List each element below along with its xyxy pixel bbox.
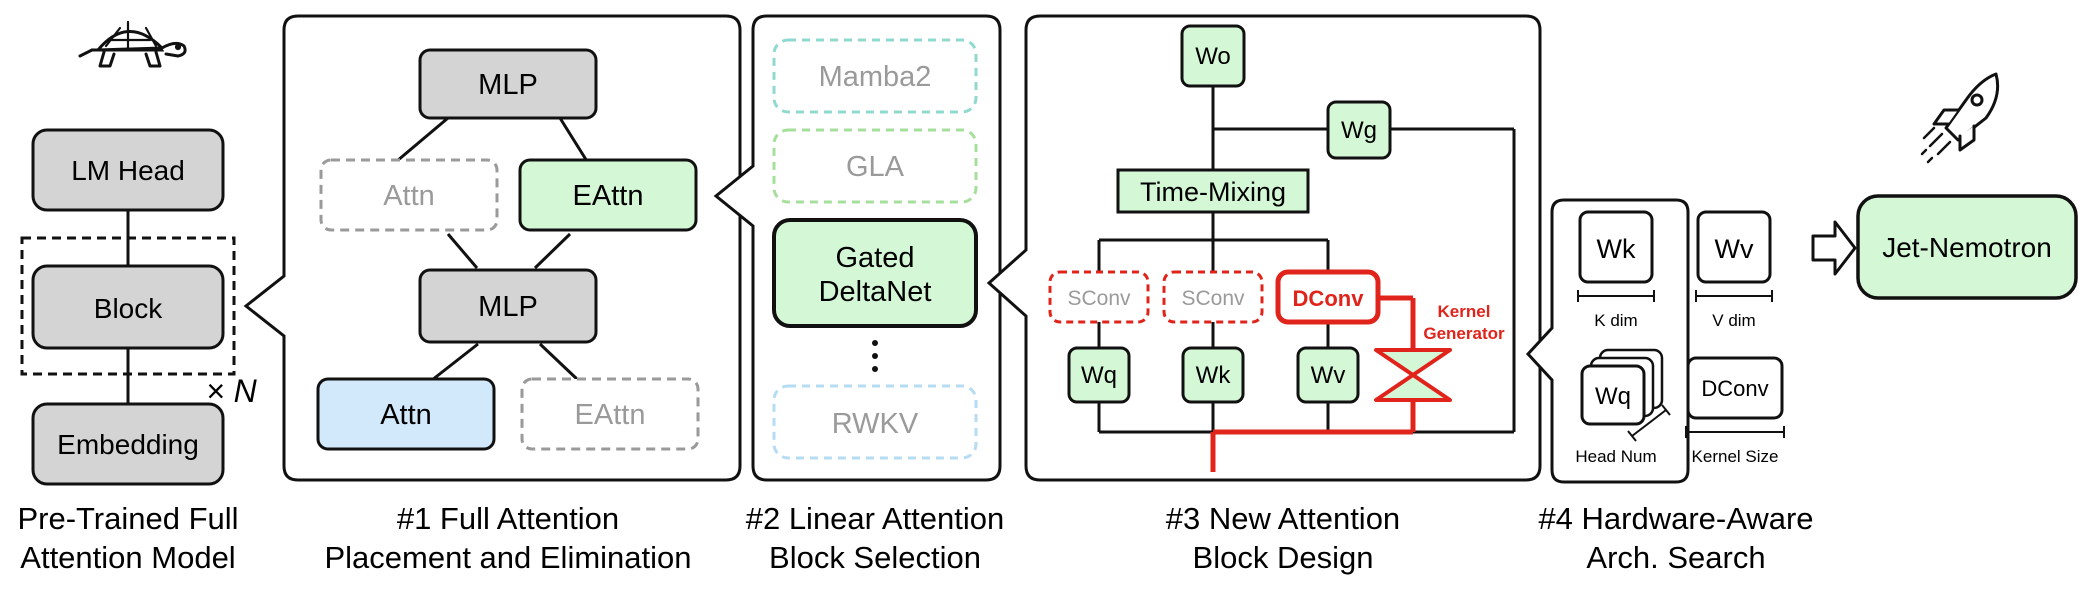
lm-head-box bbox=[31, 128, 225, 212]
dconv-search-box bbox=[1686, 356, 1784, 420]
rwkv-box bbox=[772, 384, 978, 460]
wg-box bbox=[1326, 100, 1392, 160]
gla-label: GLA bbox=[846, 151, 905, 183]
right-arrow-icon bbox=[1811, 220, 1857, 276]
wq-head-stack bbox=[1580, 348, 1664, 426]
wq-box bbox=[1067, 346, 1131, 404]
kernel-label-line1: Kernel bbox=[1438, 302, 1491, 321]
caption-line1: #3 New Attention bbox=[1166, 501, 1400, 536]
wv-search-label: Wv bbox=[1715, 234, 1754, 264]
attn-faded-label: Attn bbox=[383, 180, 435, 212]
wk-label: Wk bbox=[1196, 362, 1232, 389]
panel-attention-design: Wo Wg Time-Mixing SConv SConv DConv Wq W… bbox=[986, 14, 1542, 575]
repeat-n-label: × N bbox=[206, 373, 258, 409]
caption-line2: Placement and Elimination bbox=[324, 540, 691, 575]
time-mixing-box bbox=[1116, 168, 1310, 214]
wk-search-label: Wk bbox=[1597, 234, 1636, 264]
head-num-label: Head Num bbox=[1575, 447, 1656, 466]
mamba2-box bbox=[772, 38, 978, 114]
gated-label-line2: DeltaNet bbox=[819, 276, 932, 308]
eattn-faded-label: EAttn bbox=[575, 399, 646, 431]
jet-nemotron-label: Jet-Nemotron bbox=[1882, 232, 2052, 263]
sconv-middle-box bbox=[1162, 270, 1264, 324]
time-mixing-label: Time-Mixing bbox=[1140, 177, 1286, 207]
wo-box bbox=[1180, 24, 1246, 88]
rwkv-label: RWKV bbox=[832, 408, 919, 440]
caption-line2: Arch. Search bbox=[1586, 540, 1765, 575]
embedding-box bbox=[31, 402, 225, 486]
wo-label: Wo bbox=[1195, 43, 1231, 70]
caption-line2: Block Selection bbox=[769, 540, 981, 575]
attn-label: Attn bbox=[380, 399, 432, 431]
embedding-label: Embedding bbox=[57, 429, 199, 460]
mlp-top-label: MLP bbox=[478, 69, 538, 101]
panel-pretrained-model: LM Head Block × N Embedding Pre-Trained … bbox=[17, 20, 258, 575]
caption-line1: #1 Full Attention bbox=[397, 501, 619, 536]
caption-line1: #4 Hardware-Aware bbox=[1538, 501, 1813, 536]
result-section: Jet-Nemotron bbox=[1811, 72, 2078, 300]
caption-line2: Block Design bbox=[1193, 540, 1374, 575]
mlp-middle-box bbox=[418, 268, 598, 344]
attn-faded-box bbox=[319, 158, 499, 232]
wv-label: Wv bbox=[1311, 362, 1346, 389]
v-dim-bracket bbox=[1695, 290, 1773, 302]
head-num-bracket bbox=[1627, 404, 1671, 442]
gated-deltanet-box bbox=[772, 218, 978, 328]
k-dim-label: K dim bbox=[1594, 311, 1637, 330]
mlp-top-box bbox=[418, 48, 598, 120]
mamba2-label: Mamba2 bbox=[819, 61, 932, 93]
panel1-frame bbox=[243, 14, 742, 482]
wk-search-box bbox=[1578, 210, 1654, 284]
sconv-left-label: SConv bbox=[1067, 287, 1131, 310]
jet-nemotron-box bbox=[1856, 194, 2078, 300]
gated-label-line1: Gated bbox=[836, 242, 915, 274]
panel-full-attention: MLP Attn EAttn MLP Attn EAttn #1 Full At… bbox=[243, 14, 742, 575]
rocket-icon bbox=[1920, 72, 2000, 164]
block-label: Block bbox=[94, 293, 163, 324]
kernel-generator-icon bbox=[1374, 348, 1452, 402]
wg-label: Wg bbox=[1341, 117, 1377, 144]
wk-box bbox=[1181, 346, 1245, 404]
panel3-frame bbox=[986, 14, 1542, 482]
red-wiring bbox=[1210, 295, 1416, 472]
kernel-label-line2: Generator bbox=[1423, 324, 1505, 343]
turtle-icon bbox=[78, 20, 187, 68]
kernel-size-label: Kernel Size bbox=[1692, 447, 1779, 466]
gla-box bbox=[772, 128, 978, 204]
k-dim-bracket bbox=[1577, 290, 1655, 302]
dconv-search-label: DConv bbox=[1701, 376, 1768, 401]
panel-arch-search: Wk K dim Wv V dim Wq Head Num DCon bbox=[1525, 198, 1814, 575]
block-box bbox=[31, 264, 225, 350]
dconv-box bbox=[1275, 269, 1381, 325]
eattn-label: EAttn bbox=[573, 180, 644, 212]
lm-head-label: LM Head bbox=[71, 155, 185, 186]
v-dim-label: V dim bbox=[1712, 311, 1755, 330]
caption-line1: #2 Linear Attention bbox=[746, 501, 1005, 536]
kernel-size-bracket bbox=[1685, 426, 1785, 438]
wq-label: Wq bbox=[1081, 362, 1117, 389]
caption-line1: Pre-Trained Full bbox=[17, 501, 238, 536]
wv-search-box bbox=[1696, 210, 1772, 284]
wv-box bbox=[1296, 346, 1360, 404]
wq-search-label: Wq bbox=[1595, 383, 1631, 410]
eattn-box bbox=[518, 158, 698, 232]
panel-linear-attention: Mamba2 GLA Gated DeltaNet RWKV #2 Linear… bbox=[713, 14, 1005, 575]
sconv-left-box bbox=[1048, 270, 1150, 324]
sconv-middle-label: SConv bbox=[1181, 287, 1245, 310]
caption-line2: Attention Model bbox=[20, 540, 235, 575]
mlp-middle-label: MLP bbox=[478, 291, 538, 323]
ellipsis-dots bbox=[872, 340, 878, 372]
eattn-faded-box bbox=[520, 377, 700, 451]
dconv-label: DConv bbox=[1293, 286, 1365, 311]
attn-box bbox=[316, 377, 496, 451]
